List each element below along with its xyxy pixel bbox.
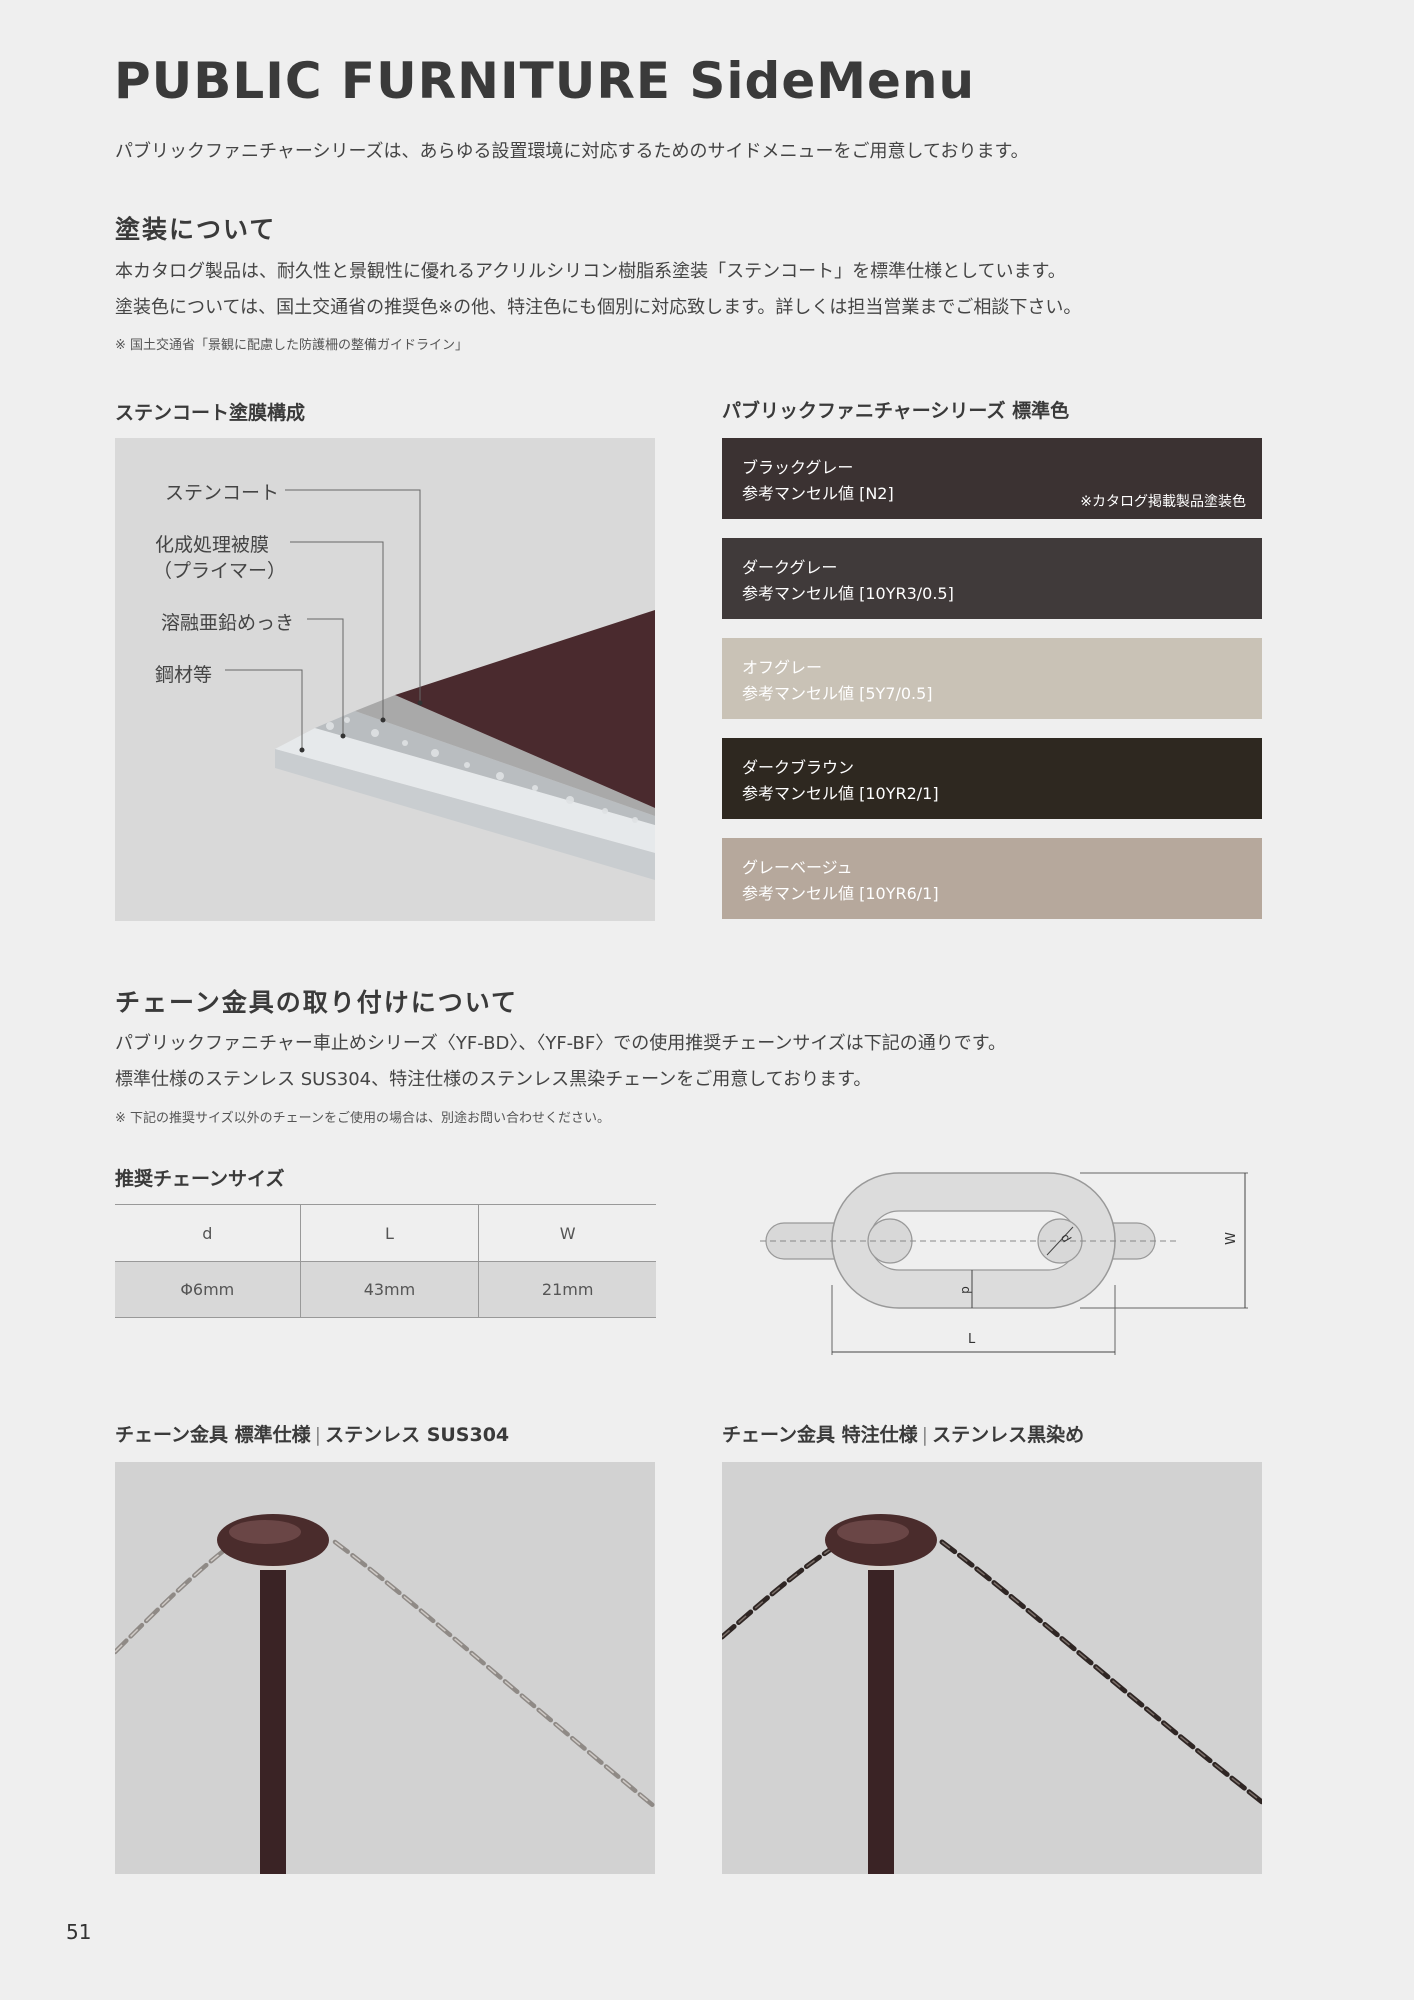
swatch-munsell: 参考マンセル値 [10YR6/1] <box>742 884 939 903</box>
chain-note: ※ 下記の推奨サイズ以外のチェーンをご使用の場合は、別途お問い合わせください。 <box>115 1111 610 1126</box>
color-swatch-dark-brown: ダークブラウン 参考マンセル値 [10YR2/1] <box>722 738 1262 819</box>
intro-text: パブリックファニチャーシリーズは、あらゆる設置環境に対応するためのサイドメニュー… <box>115 141 1029 162</box>
coating-line1: 本カタログ製品は、耐久性と景観性に優れるアクリルシリコン樹脂系塗装「ステンコート… <box>115 261 1066 282</box>
dim-label-l: L <box>968 1332 976 1347</box>
standard-chain-photo <box>115 1462 655 1874</box>
swatch-name: ブラックグレー <box>742 458 854 477</box>
zinc-texture <box>326 717 638 823</box>
chain-size-table: d L W Φ6mm 43mm 21mm <box>115 1204 656 1318</box>
standard-caption: チェーン金具 標準仕様|ステンレス SUS304 <box>115 1420 509 1447</box>
chain-line2: 標準仕様のステンレス SUS304、特注仕様のステンレス黒染チェーンをご用意して… <box>115 1069 872 1090</box>
col-header-w: W <box>478 1204 656 1262</box>
special-chain-illustration <box>722 1514 1262 1874</box>
swatch-note: ※カタログ掲載製品塗装色 <box>1080 494 1246 510</box>
layer-label-primer-sub: （プライマー） <box>153 560 287 582</box>
colors-title: パブリックファニチャーシリーズ 標準色 <box>722 400 1070 422</box>
layer-steel-side <box>275 749 655 880</box>
chain-link-graphic <box>760 1172 1248 1355</box>
swatch-munsell: 参考マンセル値 [10YR2/1] <box>742 784 939 803</box>
swatch-munsell: 参考マンセル値 [N2] <box>742 484 894 503</box>
swatch-munsell: 参考マンセル値 [5Y7/0.5] <box>742 684 933 703</box>
swatch-name: グレーベージュ <box>742 858 853 877</box>
cell-d: Φ6mm <box>115 1261 301 1318</box>
swatch-munsell: 参考マンセル値 [10YR3/0.5] <box>742 584 954 603</box>
color-swatch-dark-gray: ダークグレー 参考マンセル値 [10YR3/0.5] <box>722 538 1262 619</box>
page-number: 51 <box>66 1920 92 1944</box>
special-chain-photo <box>722 1462 1262 1874</box>
layer-primer <box>355 695 655 816</box>
standard-chain-illustration <box>115 1514 655 1874</box>
col-header-d: d <box>115 1204 301 1262</box>
layer-label-stencoat: ステンコート <box>165 482 280 504</box>
caption-divider: | <box>314 1424 322 1446</box>
coating-note: ※ 国土交通省「景観に配慮した防護柵の整備ガイドライン」 <box>115 338 469 353</box>
coating-heading: 塗装について <box>115 215 277 244</box>
special-title: チェーン金具 特注仕様 <box>722 1424 918 1446</box>
swatch-name: ダークグレー <box>742 558 838 577</box>
cell-l: 43mm <box>299 1261 479 1318</box>
chain-line1: パブリックファニチャー車止めシリーズ〈YF-BD〉、〈YF-BF〉での使用推奨チ… <box>115 1033 1006 1054</box>
coating-line2: 塗装色については、国土交通省の推奨色※の他、特注色にも個別に対応致します。詳しく… <box>115 297 1082 318</box>
chain-heading: チェーン金具の取り付けについて <box>115 988 519 1017</box>
chain-link-diagram: d d W L <box>760 1165 1260 1360</box>
color-swatch-black-gray: ブラックグレー 参考マンセル値 [N2] ※カタログ掲載製品塗装色 <box>722 438 1262 519</box>
coating-layers-graphic <box>225 489 655 880</box>
table-row: Φ6mm 43mm 21mm <box>115 1261 656 1318</box>
page-title: PUBLIC FURNITURE SideMenu <box>114 52 976 110</box>
standard-spec: ステンレス SUS304 <box>325 1424 510 1446</box>
dim-label-w: W <box>1223 1232 1239 1245</box>
col-header-l: L <box>299 1204 479 1262</box>
dim-label-d-inner: d <box>958 1286 973 1294</box>
layer-label-zinc: 溶融亜鉛めっき <box>161 612 295 634</box>
color-swatch-off-gray: オフグレー 参考マンセル値 [5Y7/0.5] <box>722 638 1262 719</box>
standard-title: チェーン金具 標準仕様 <box>115 1424 311 1446</box>
chain-size-title: 推奨チェーンサイズ <box>115 1168 285 1190</box>
caption-divider: | <box>921 1424 929 1446</box>
layer-label-primer: 化成処理被膜 <box>155 534 270 556</box>
table-header-row: d L W <box>115 1204 656 1262</box>
special-spec: ステンレス黒染め <box>932 1424 1085 1446</box>
layers-title: ステンコート塗膜構成 <box>115 402 306 424</box>
coating-layers-diagram: ステンコート 化成処理被膜 （プライマー） 溶融亜鉛めっき 鋼材等 <box>115 438 655 921</box>
swatch-name: ダークブラウン <box>742 758 855 777</box>
layer-steel-top <box>275 728 655 853</box>
layer-stencoat <box>395 610 655 808</box>
cell-w: 21mm <box>478 1261 656 1318</box>
color-swatch-gray-beige: グレーベージュ 参考マンセル値 [10YR6/1] <box>722 838 1262 919</box>
layer-label-steel: 鋼材等 <box>155 664 213 686</box>
swatch-name: オフグレー <box>742 658 823 677</box>
special-caption: チェーン金具 特注仕様|ステンレス黒染め <box>722 1420 1084 1447</box>
